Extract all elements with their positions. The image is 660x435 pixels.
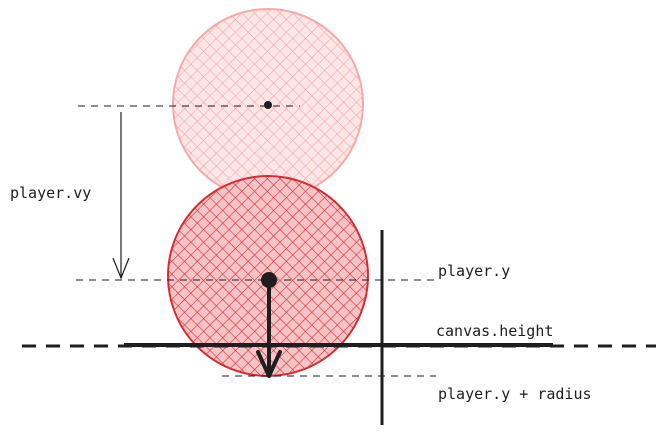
previous-ball-center (264, 101, 272, 109)
vy-label: player.vy (10, 184, 91, 202)
vy-arrow-head (112, 257, 130, 280)
player-y-label: player.y (438, 262, 510, 280)
canvas-height-label: canvas.height (436, 322, 553, 340)
y-plus-radius-label: player.y + radius (438, 385, 592, 403)
radius-arrow-head (256, 350, 282, 378)
